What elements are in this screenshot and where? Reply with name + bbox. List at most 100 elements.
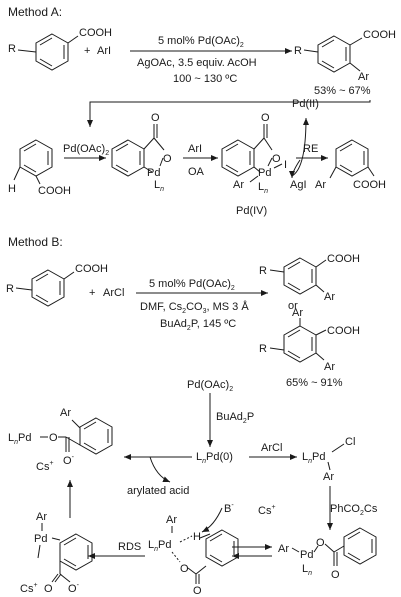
phco2cs-label: PhCO2Cs xyxy=(330,503,378,517)
anion-o-minus: O- xyxy=(68,582,80,595)
agi-label: AgI xyxy=(290,179,307,191)
anion-o: O xyxy=(44,583,53,595)
cs-plus-label: Cs+ xyxy=(258,504,276,517)
product-2-r: R xyxy=(259,343,267,355)
product-1-ar: Ar xyxy=(324,291,335,303)
anion-pd: Pd xyxy=(34,533,47,545)
carboxylate-lnpd: LnPd xyxy=(8,432,32,446)
benzoic-acid-h: H COOH xyxy=(8,139,71,197)
cycle-top-arrow xyxy=(87,100,371,127)
catalyst-label: 5 mol% Pd(OAc)2 xyxy=(158,35,244,49)
benzoate-pd: Pd xyxy=(300,549,313,561)
carboxylate-ar: Ar xyxy=(60,407,71,419)
pd-label: Pd xyxy=(147,167,160,179)
pd-iv-ln: Ln xyxy=(258,181,268,195)
ts-h: H xyxy=(193,531,201,543)
product-cooh-label: COOH xyxy=(363,29,396,41)
method-b-plus: + xyxy=(89,287,95,299)
product-2-ar-top: Ar xyxy=(292,307,303,319)
pd-iv-label: Pd(IV) xyxy=(236,205,267,217)
product-r-label: R xyxy=(294,45,302,57)
temperature-label: 100 ~ 130 ºC xyxy=(173,73,237,85)
base-label: B- xyxy=(224,502,234,515)
pd-benzoate-complex: Ar Pd Ln O O xyxy=(278,527,377,581)
method-a-header: Method A: xyxy=(8,5,62,19)
carboxylate-cs: Cs+ xyxy=(36,460,54,473)
benzoate-o: O xyxy=(316,537,325,549)
method-b-product-2: Ar COOH Ar R xyxy=(259,307,360,373)
plus-sign: + xyxy=(84,45,90,57)
cycle-pd-oac2: Pd(OAc)2 xyxy=(187,379,233,393)
method-b-conditions-1: DMF, Cs2CO3, MS 3 Å xyxy=(140,300,249,315)
cooh-label: COOH xyxy=(79,27,112,39)
ring-o: O xyxy=(163,153,172,165)
cmd-transition-state: Ar LnPd H O O xyxy=(148,514,239,597)
ln-label: Ln xyxy=(154,179,164,193)
carbonyl-o: O xyxy=(151,112,160,124)
method-a-yield: 53% ~ 67% xyxy=(314,85,371,97)
method-b-product-1: COOH Ar R xyxy=(259,253,360,303)
method-b-reactant: COOH R xyxy=(6,263,108,307)
lnpd-ar: Ar xyxy=(323,471,334,483)
benzoate-ln: Ln xyxy=(302,563,312,577)
ari-reagent: ArI xyxy=(97,45,111,57)
re-product: Ar COOH xyxy=(315,139,386,191)
product-1-cooh: COOH xyxy=(327,253,360,265)
method-b-header: Method B: xyxy=(8,235,63,249)
r-group-label: R xyxy=(8,43,16,55)
carboxylate-o-minus: O- xyxy=(63,454,75,467)
h-label: H xyxy=(8,183,16,195)
benzoate-ar: Ar xyxy=(278,543,289,555)
or-label: or xyxy=(288,300,298,312)
re-product-cooh: COOH xyxy=(353,179,386,191)
anion-ar: Ar xyxy=(36,511,47,523)
method-b-catalyst: 5 mol% Pd(OAc)2 xyxy=(149,278,235,292)
re-label: RE xyxy=(303,143,318,155)
oa-label: OA xyxy=(188,166,205,178)
pd-iv-ar: Ar xyxy=(233,179,244,191)
pd-ii-label: Pd(II) xyxy=(292,98,319,110)
lnpd0-label: LnPd(0) xyxy=(196,451,233,465)
method-b-yield: 65% ~ 91% xyxy=(286,377,343,389)
anion-cs: Cs+ xyxy=(20,582,38,595)
ts-carbonyl-o: O xyxy=(193,585,202,597)
aryl-pd-carboxylate: Ar LnPd O O- Cs+ xyxy=(8,407,113,473)
pd-oac2-label: Pd(OAc)2 xyxy=(63,143,109,157)
ari-oa-label: ArI xyxy=(188,143,202,155)
cycle-arcl: ArCl xyxy=(261,442,282,454)
ts-ar: Ar xyxy=(166,514,177,526)
cl-label: Cl xyxy=(345,436,355,448)
method-b-r: R xyxy=(6,283,14,295)
lnpd-ar-cl-pd: LnPd xyxy=(302,451,326,465)
reactant-benzoic-acid: COOH R xyxy=(8,27,112,71)
product-1-r: R xyxy=(259,265,267,277)
ts-o: O xyxy=(180,563,189,575)
benzoate-carbonyl-o: O xyxy=(331,569,340,581)
arylated-acid-curve xyxy=(149,456,171,483)
product-2-ar-bottom: Ar xyxy=(324,361,335,373)
re-product-ar: Ar xyxy=(315,179,326,191)
lnpd-ar-cl: LnPd Cl Ar xyxy=(302,436,355,483)
additives-label: AgOAc, 3.5 equiv. AcOH xyxy=(137,57,257,69)
method-b-conditions-2: BuAd2P, 145 ºC xyxy=(160,318,236,332)
agi-arrow xyxy=(289,159,301,179)
method-b-cooh: COOH xyxy=(75,263,108,275)
base-arrow xyxy=(201,507,223,533)
palladacycle-structure: O O Pd Ln xyxy=(111,112,172,193)
ts-lnpd: LnPd xyxy=(148,539,172,553)
carboxylate-o: O xyxy=(49,432,58,444)
pd-iv-complex: O O Pd I Ar Ln xyxy=(221,112,287,195)
ligand-label: BuAd2P xyxy=(216,411,254,425)
product-2-cooh: COOH xyxy=(327,325,360,337)
rds-label: RDS xyxy=(118,541,141,553)
arylated-acid-label: arylated acid xyxy=(127,485,189,497)
benzoic-cooh: COOH xyxy=(38,185,71,197)
iodide-label: I xyxy=(284,159,287,171)
pd-iv-ring-o: O xyxy=(272,153,281,165)
palladacycle-anion: Ar Pd O O- Cs+ xyxy=(20,511,93,595)
product-a-structure: COOH Ar R xyxy=(294,29,396,83)
pd-iv-pd: Pd xyxy=(258,167,271,179)
arcl-reagent: ArCl xyxy=(103,287,124,299)
